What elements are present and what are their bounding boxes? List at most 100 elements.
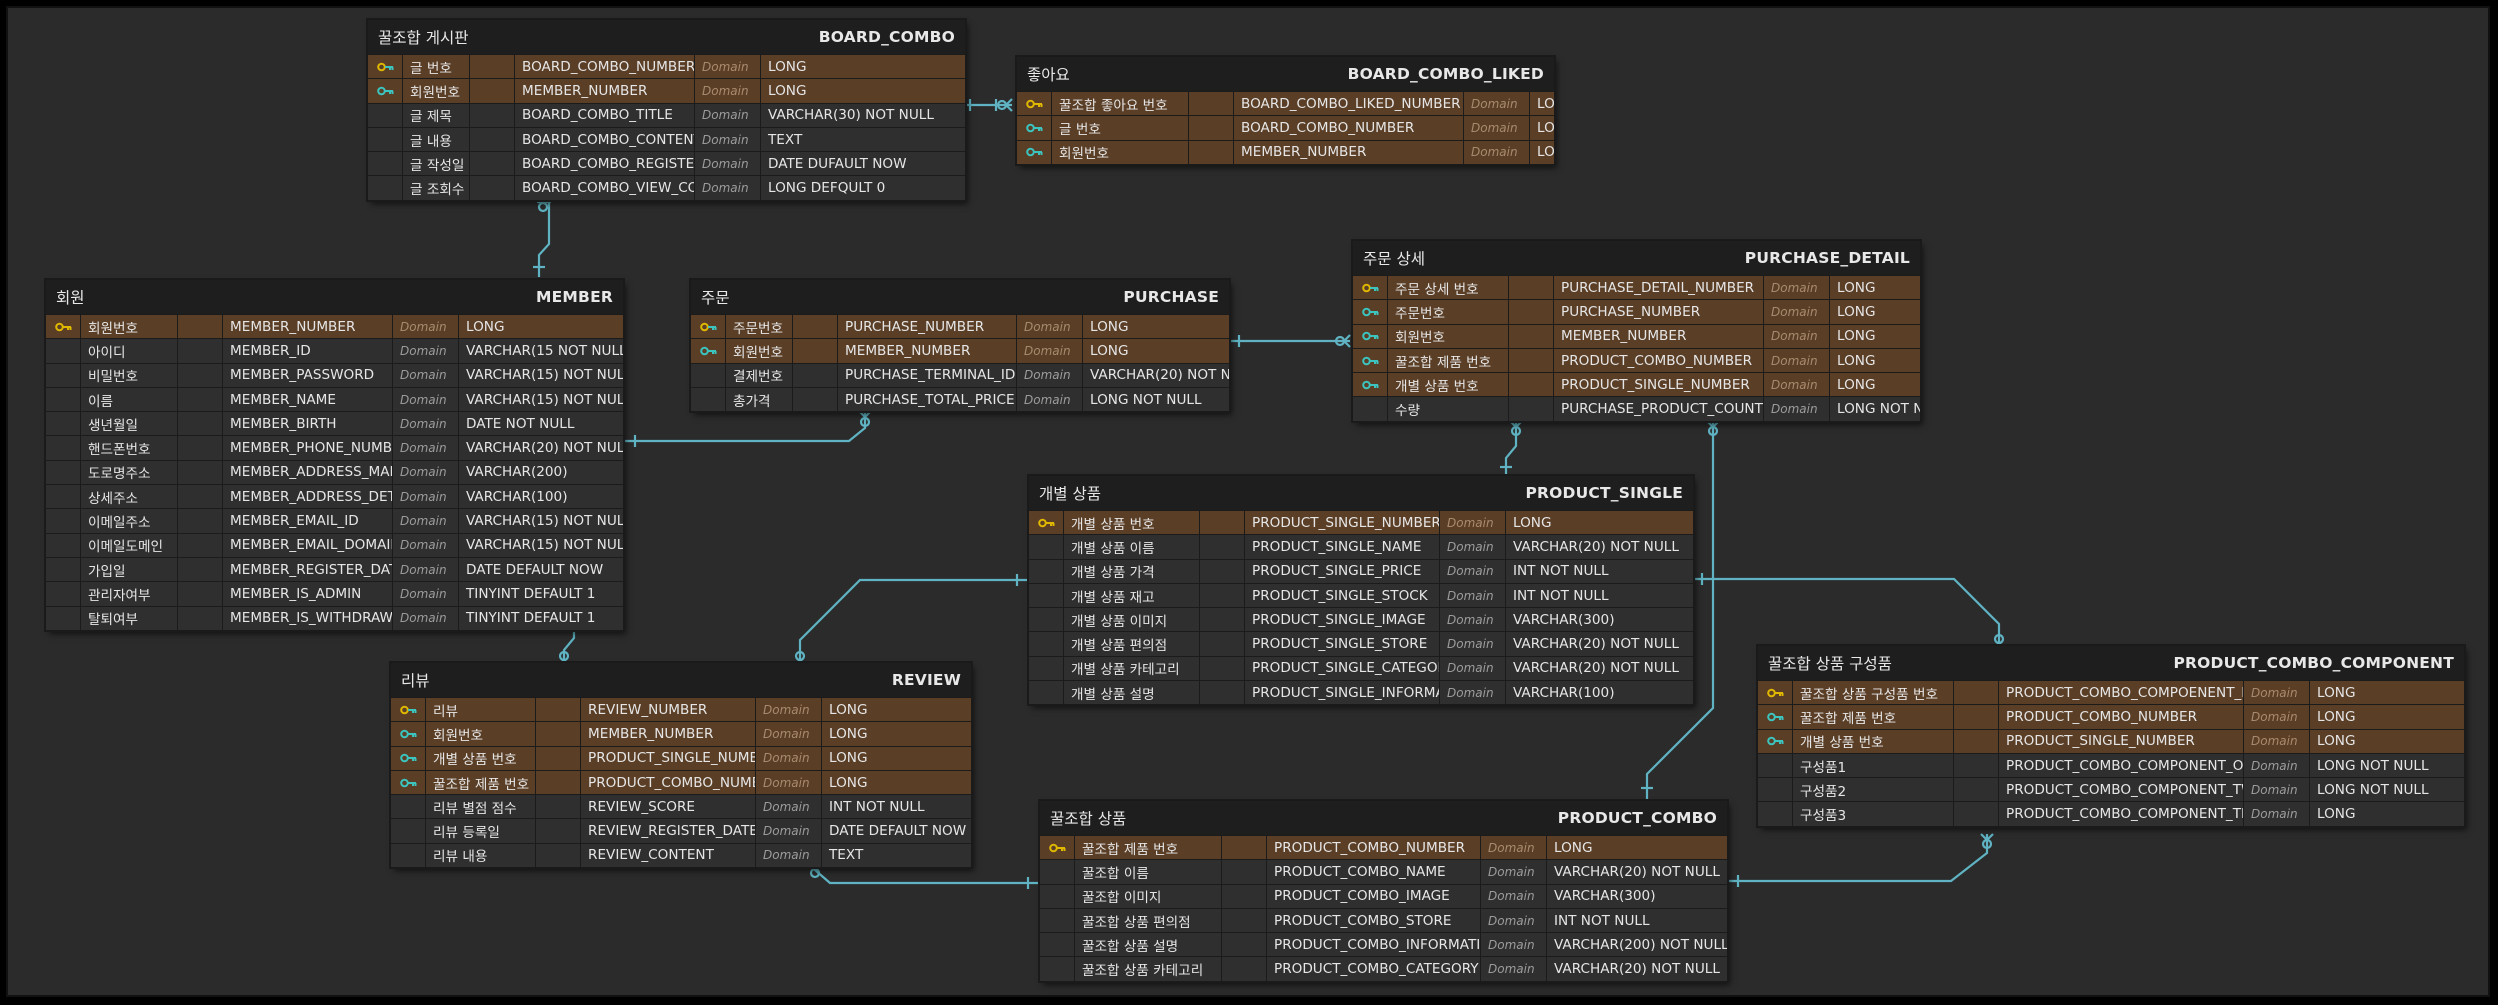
column-domain: Domain <box>393 582 459 606</box>
column-physical-name: PRODUCT_SINGLE_INFORMATION <box>1245 681 1440 705</box>
column-logical-name: 개별 상품 가격 <box>1064 559 1200 583</box>
column-spacer <box>1189 116 1234 140</box>
primary-key-icon <box>1758 681 1793 705</box>
primary-key-icon <box>1040 836 1075 860</box>
column-spacer <box>1222 908 1267 933</box>
table-row[interactable]: 구성품3PRODUCT_COMBO_COMPONENT_THREEDomainL… <box>1758 801 2464 826</box>
column-physical-name: PRODUCT_COMBO_COMPONENT_ONE <box>1999 753 2244 778</box>
column-marker <box>368 176 403 200</box>
table-row[interactable]: 글 작성일BOARD_COMBO_REGISTER_DATEDomainDATE… <box>368 151 965 176</box>
relation-combo-component <box>1726 834 1989 883</box>
column-spacer <box>1954 753 1999 778</box>
table-physical-name: PURCHASE <box>1123 288 1219 306</box>
table-physical-name: BOARD_COMBO_LIKED <box>1347 65 1544 83</box>
table-row[interactable]: 상세주소MEMBER_ADDRESS_DETAILDomainVARCHAR(1… <box>46 484 623 509</box>
column-domain: Domain <box>1481 884 1547 908</box>
column-spacer <box>470 55 515 79</box>
column-marker <box>1040 860 1075 884</box>
column-spacer <box>1200 535 1245 559</box>
column-marker <box>1040 957 1075 981</box>
column-logical-name: 리뷰 <box>426 698 536 722</box>
table-row[interactable]: 꿀조합 상품 구성품 번호PRODUCT_COMBO_COMPOENENT_NU… <box>1758 680 2464 705</box>
foreign-key-icon <box>1353 373 1388 397</box>
column-data-type: VARCHAR(20) NOT NULL <box>1513 660 1679 677</box>
table-row[interactable]: 개별 상품 설명PRODUCT_SINGLE_INFORMATIONDomain… <box>1029 680 1693 705</box>
column-marker <box>1029 583 1064 608</box>
column-physical-name: PURCHASE_NUMBER <box>838 315 1017 339</box>
